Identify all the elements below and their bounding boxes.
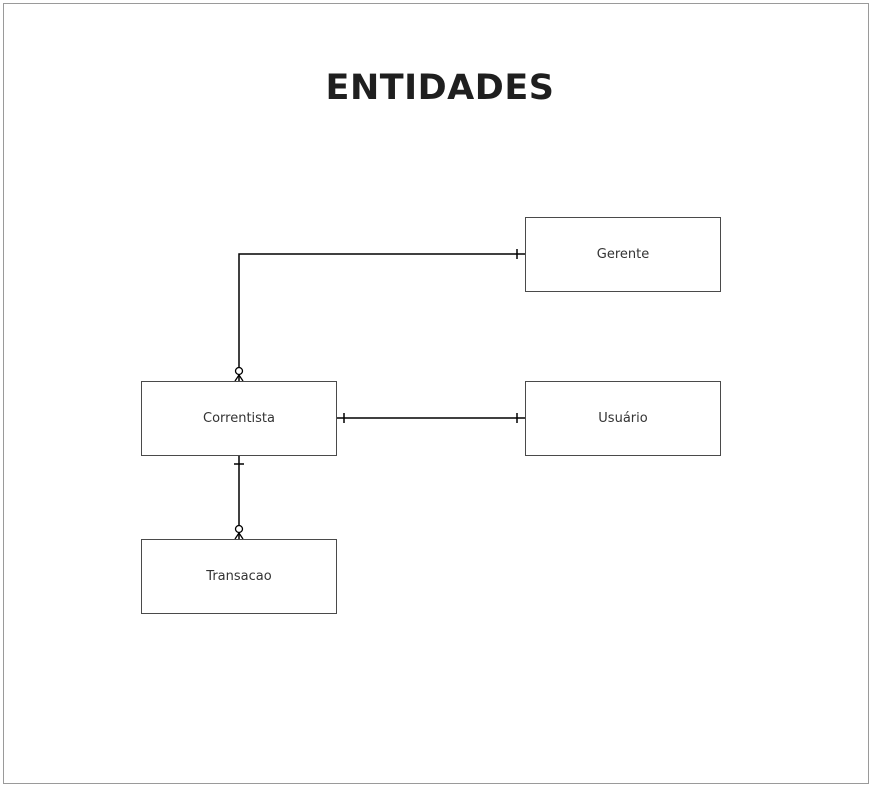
entity-label: Transacao xyxy=(206,569,272,584)
relationship-correntista-transacao[interactable] xyxy=(234,456,244,540)
many-marker xyxy=(234,531,244,540)
relationship-correntista-gerente[interactable] xyxy=(234,249,525,382)
many-marker xyxy=(234,373,244,382)
entity-label: Gerente xyxy=(596,247,650,262)
entity-usuario[interactable]: Usuário xyxy=(525,381,721,456)
entity-label: Correntista xyxy=(203,411,275,426)
entity-gerente[interactable]: Gerente xyxy=(525,217,721,292)
zero-marker xyxy=(234,524,244,534)
diagram-title: ENTIDADES xyxy=(325,68,555,108)
entity-correntista[interactable]: Correntista xyxy=(141,381,337,456)
zero-marker xyxy=(234,366,244,376)
entity-transacao[interactable]: Transacao xyxy=(141,539,337,614)
relationship-correntista-usuario[interactable] xyxy=(337,413,525,423)
entity-label: Usuário xyxy=(598,411,648,426)
